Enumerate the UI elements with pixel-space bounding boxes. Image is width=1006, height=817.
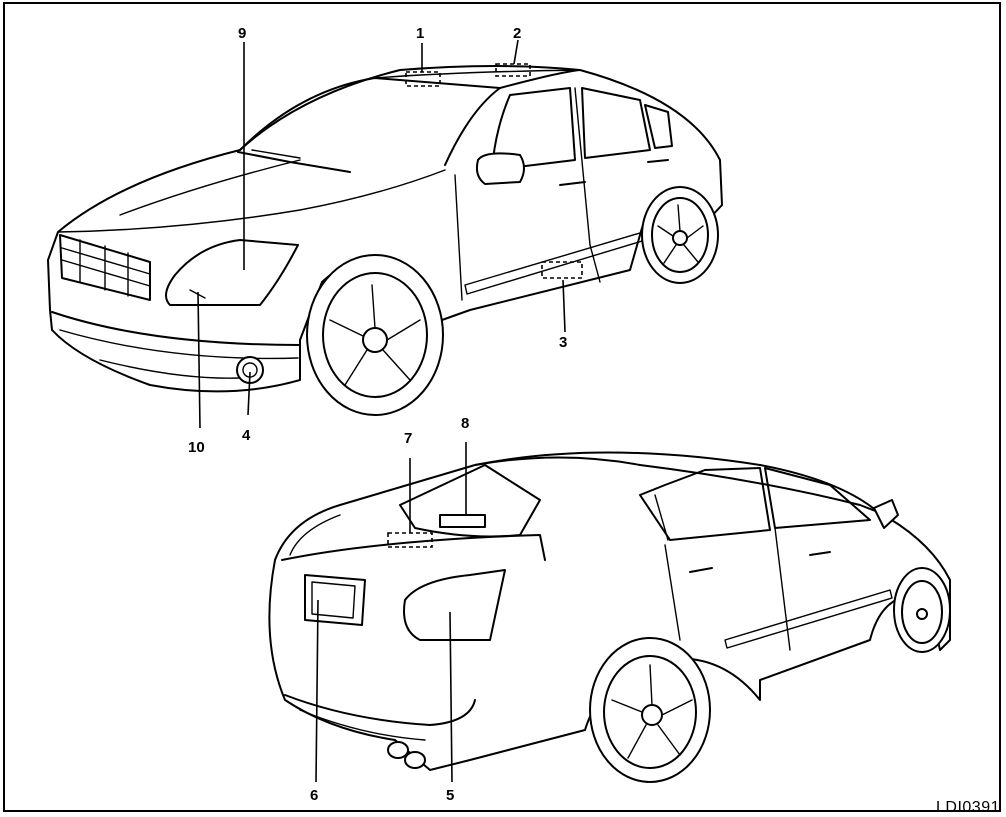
leader-lines xyxy=(197,39,566,783)
callout-9: 9 xyxy=(238,25,246,42)
rear-view-car xyxy=(268,451,951,783)
callout-7: 7 xyxy=(404,430,412,447)
callout-4: 4 xyxy=(242,427,251,444)
callout-5: 5 xyxy=(446,787,454,804)
callout-1: 1 xyxy=(416,25,424,42)
callout-10: 10 xyxy=(188,439,205,456)
callout-labels: 1 2 3 4 5 6 7 8 9 10 xyxy=(188,25,567,804)
diagram-frame xyxy=(3,2,1001,812)
callout-2: 2 xyxy=(513,25,521,42)
callout-3: 3 xyxy=(559,334,567,351)
figure-code: LDI0391 xyxy=(936,799,1000,816)
front-view-car xyxy=(47,63,723,416)
callout-8: 8 xyxy=(461,415,469,432)
callout-6: 6 xyxy=(310,787,318,804)
